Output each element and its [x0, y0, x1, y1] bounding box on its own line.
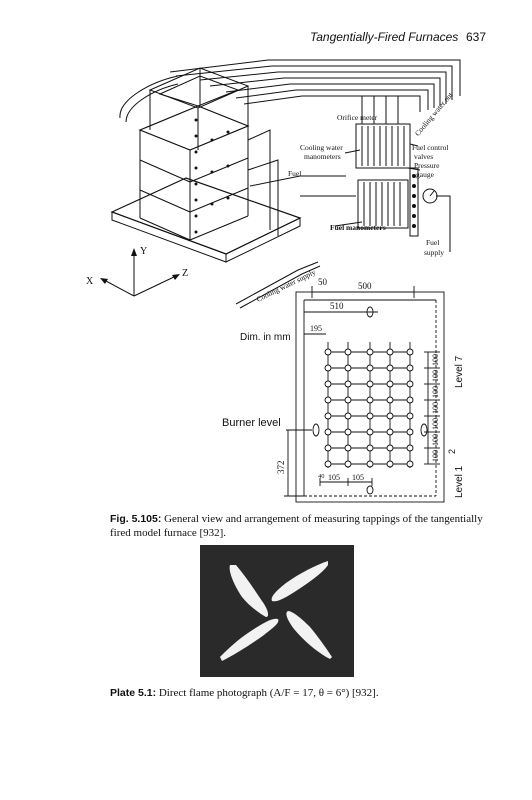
dim-100-3: 100 [431, 386, 440, 398]
fuel-supply-label-2: supply [424, 248, 444, 257]
plate-caption-text: Direct flame photograph (A/F = 17, θ = 6… [156, 687, 379, 699]
cooling-water-manometers-label-1: Cooling water [300, 143, 343, 152]
dim-372: 372 [276, 461, 286, 475]
dim-105-b: 105 [352, 473, 364, 482]
plate-caption: Plate 5.1: Direct flame photograph (A/F … [110, 686, 490, 700]
plate-caption-label: Plate 5.1: [110, 687, 157, 699]
dim-100-2: 100 [431, 370, 440, 382]
axis-z-label: Z [182, 268, 188, 279]
dim-195: 195 [310, 324, 322, 333]
axis-x-label: X [86, 276, 94, 287]
tapping-layout-drawing [284, 286, 445, 503]
dim-40: 40 [318, 473, 325, 480]
dim-100-1: 100 [431, 354, 440, 366]
burner-level-label: Burner level [222, 417, 281, 429]
orifice-meter-label: Orifice meter [337, 113, 378, 122]
cooling-water-supply-label: Cooling water supply [255, 267, 317, 304]
dim-50: 50 [318, 277, 328, 287]
dim-100-7: 100 [431, 450, 440, 462]
figure-caption: Fig. 5.105: General view and arrangement… [110, 512, 490, 540]
dim-105-a: 105 [328, 473, 340, 482]
level-2-label: 2 [447, 449, 457, 454]
dim-100-4: 100 [431, 402, 440, 414]
dim-100-5: 100 [431, 418, 440, 430]
furnace-apparatus-drawing [100, 59, 461, 309]
dim-unit-label: Dim. in mm [240, 332, 291, 343]
dim-100-6: 100 [431, 434, 440, 446]
dim-500: 500 [358, 281, 372, 291]
fuel-manometers-label: Fuel manometers [330, 223, 386, 232]
fuel-control-valves-label-2: valves [414, 152, 433, 161]
flame-photograph [200, 545, 354, 677]
dim-510: 510 [330, 301, 344, 311]
flame-photograph-image [200, 545, 354, 677]
pressure-gauge-label-2: gauge [416, 170, 435, 179]
tapping-layout-labels: 50 500 510 195 Dim. in mm Burner level 3… [222, 277, 465, 498]
figure-caption-label: Fig. 5.105: [110, 513, 162, 525]
fuel-supply-label-1: Fuel [426, 238, 439, 247]
figure-caption-text: General view and arrangement of measurin… [110, 513, 483, 539]
pressure-gauge-label-1: Pressure [414, 161, 440, 170]
running-title: Tangentially-Fired Furnaces [310, 30, 459, 44]
level-1-label: Level 1 [454, 465, 465, 498]
fuel-control-valves-label-1: Fuel control [412, 143, 448, 152]
axis-y-label: Y [140, 246, 147, 257]
level-7-label: Level 7 [454, 355, 465, 388]
page-number: 637 [466, 30, 487, 44]
cooling-water-manometers-label-2: manometers [304, 152, 341, 161]
fuel-label: Fuel [288, 169, 301, 178]
